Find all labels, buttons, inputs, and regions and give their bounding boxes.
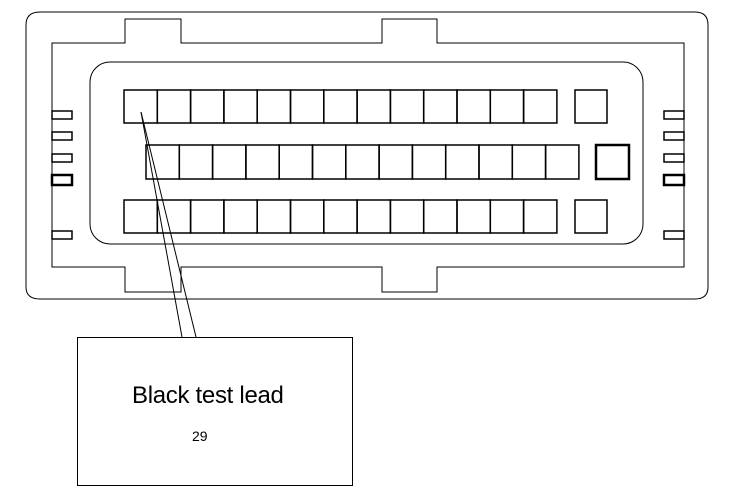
pin-cavity-top xyxy=(223,89,258,124)
pin-cavity-middle xyxy=(178,144,214,180)
pin-cavity-middle xyxy=(544,144,580,180)
pin-cavity-bottom xyxy=(456,199,492,234)
pin-cavity-bottom xyxy=(123,199,159,234)
pin-cavity-top xyxy=(256,89,292,124)
pin-cavity-middle xyxy=(278,144,314,180)
pin-row-top xyxy=(123,89,608,124)
pin-cavity-middle xyxy=(245,144,280,180)
pin-cavity-top xyxy=(289,89,325,124)
pin-cavity-top xyxy=(456,89,492,124)
connector-inner-frame xyxy=(51,18,685,293)
pin-cavity-top xyxy=(323,89,358,124)
pin-cavity-bottom xyxy=(256,199,292,234)
pin-cavity-area xyxy=(89,61,644,245)
pin-cavity-top xyxy=(356,89,392,124)
pin-cavity-bottom xyxy=(223,199,258,234)
pin-cavity-bottom xyxy=(189,199,225,234)
pin-cavity-bottom-end xyxy=(574,199,608,234)
pin-cavity-top xyxy=(156,89,192,124)
pin-cavity-top xyxy=(389,89,425,124)
callout-pin-number: 29 xyxy=(192,428,208,444)
left-side-ribs xyxy=(50,110,74,240)
pin-cavity-middle xyxy=(145,144,181,180)
pin-cavity-bottom xyxy=(323,199,358,234)
pin-cavity-top-end xyxy=(574,89,608,124)
pin-cavity-middle xyxy=(411,144,447,180)
pin-cavity-bottom xyxy=(389,199,425,234)
callout-box: Black test lead 29 xyxy=(77,337,353,486)
pin-row-middle xyxy=(145,143,631,181)
pin-cavity-middle xyxy=(511,144,547,180)
leader-line-left xyxy=(140,111,183,338)
pin-cavity-top xyxy=(189,89,225,124)
pin-cavity-middle xyxy=(478,144,514,180)
pin-cavity-middle-end xyxy=(594,143,631,181)
pin-cavity-middle xyxy=(345,144,380,180)
leader-lines xyxy=(140,111,197,338)
pin-cavity-bottom xyxy=(356,199,392,234)
pin-cavity-middle xyxy=(444,144,480,180)
pin-cavity-top xyxy=(422,89,458,124)
pin-cavity-top xyxy=(522,89,558,124)
pin-cavity-bottom xyxy=(289,199,325,234)
callout-title: Black test lead xyxy=(132,382,284,409)
pin-cavity-middle xyxy=(311,144,347,180)
pin-row-bottom xyxy=(123,199,608,234)
connector-outer-housing xyxy=(25,11,709,300)
pin-cavity-middle xyxy=(211,144,247,180)
pin-cavity-bottom xyxy=(522,199,558,234)
pin-cavity-middle xyxy=(378,144,414,180)
pin-cavity-top xyxy=(489,89,525,124)
leader-line-right xyxy=(140,111,197,338)
pin-cavity-top xyxy=(123,89,159,124)
pin-cavity-bottom xyxy=(489,199,525,234)
right-side-ribs xyxy=(662,110,686,240)
pin-cavity-bottom xyxy=(422,199,458,234)
